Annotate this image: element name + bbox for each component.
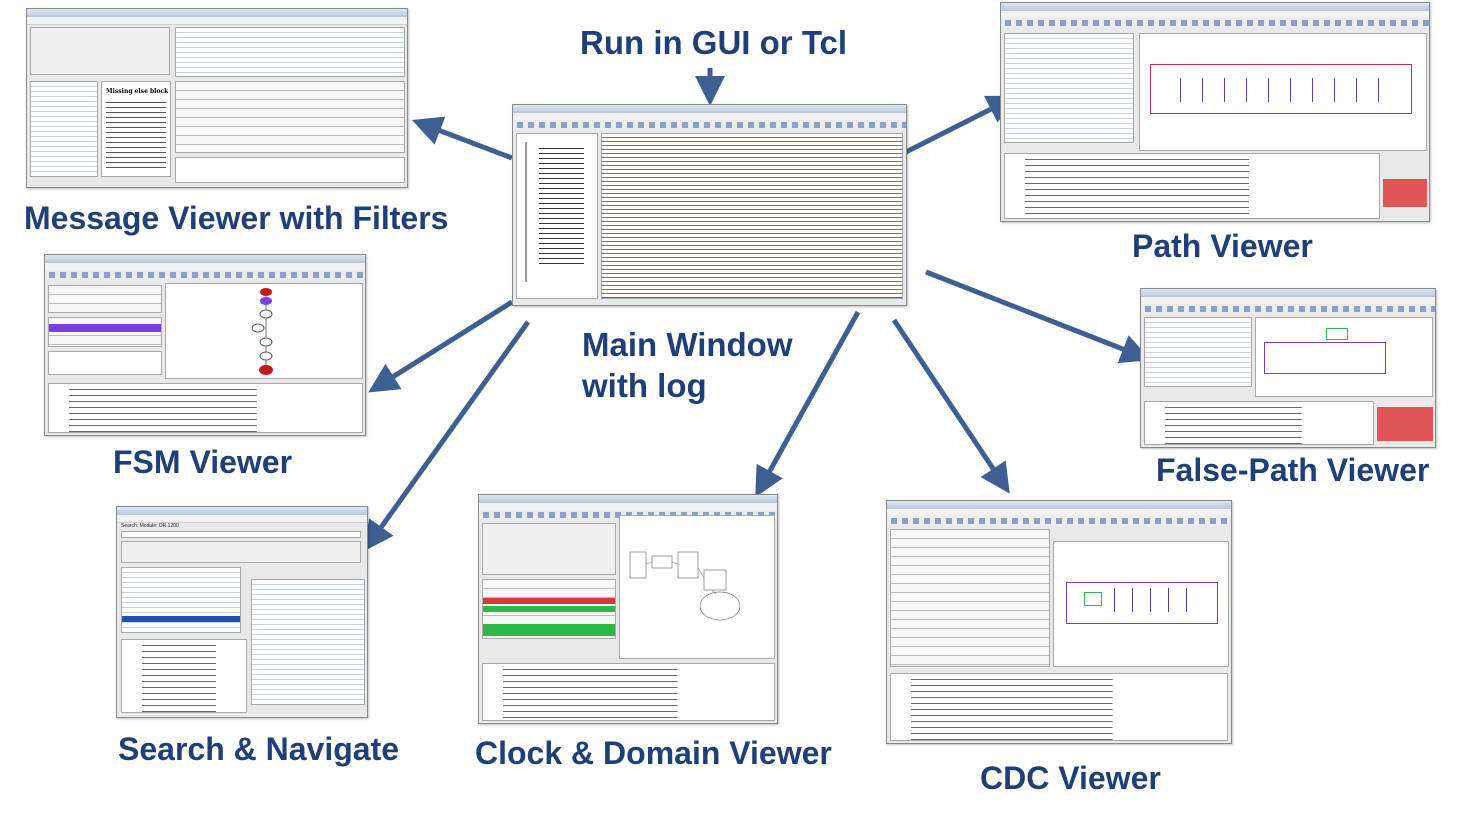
cdc-code-panel: [890, 673, 1228, 741]
arrow-to-path: [904, 95, 1018, 155]
main-window-screenshot: [512, 104, 907, 306]
fsm-code-panel: [48, 383, 363, 433]
arrow-to-message: [411, 116, 513, 161]
main-log-panel: [601, 133, 903, 299]
search-input[interactable]: [121, 531, 361, 538]
cdc-viewer-screenshot: [886, 500, 1232, 744]
clock-domain-viewer-label: Clock & Domain Viewer: [475, 735, 832, 771]
message-list-top: [175, 27, 405, 77]
message-tree-panel: [30, 81, 98, 177]
search-code: [121, 639, 247, 713]
fsm-viewer-label: FSM Viewer: [113, 444, 293, 480]
arrow-to-search: [363, 320, 531, 552]
false-path-viewer-screenshot: [1140, 288, 1436, 448]
clock-log-panel: [482, 663, 775, 721]
fsm-table-top: [48, 285, 162, 313]
message-help-heading: Missing else block: [106, 88, 169, 95]
false-path-code: [1144, 401, 1374, 445]
false-path-highlight: [1377, 407, 1433, 441]
message-viewer-label: Message Viewer with Filters: [24, 200, 449, 236]
run-mode-label: Run in GUI or Tcl: [580, 24, 848, 61]
search-tree-popup: [251, 579, 365, 705]
false-path-viewer-label: False-Path Viewer: [1156, 452, 1430, 488]
path-list-panel: [1004, 33, 1134, 143]
fsm-graph-panel: [165, 283, 363, 379]
cdc-crossing-table: [890, 529, 1050, 667]
fsm-empty-panel: [48, 351, 162, 375]
message-detail: [175, 157, 405, 183]
false-path-schematic: [1255, 317, 1433, 397]
path-schematic-panel: [1139, 33, 1427, 151]
path-viewer-screenshot: [1000, 2, 1430, 222]
search-navigate-screenshot: Search: Module: OR.1200: [116, 506, 368, 718]
clock-domain-viewer-screenshot: [478, 494, 778, 724]
arrow-to-fsm: [368, 299, 514, 393]
path-code-panel: [1004, 153, 1380, 219]
search-options: [121, 541, 361, 563]
clock-graph-panel: [619, 515, 775, 659]
main-window-label: Main Window with log: [582, 324, 793, 407]
search-navigate-label: Search & Navigate: [118, 731, 400, 767]
arrow-to-cdc: [891, 318, 1010, 494]
main-hierarchy-tree: [516, 133, 598, 299]
path-highlight-block: [1383, 179, 1427, 207]
main-window-label-text: Main Window with log: [582, 326, 793, 405]
message-help-panel: Missing else block: [101, 81, 171, 177]
clock-crossing-table: [482, 579, 616, 639]
search-module-label: Search: Module: OR.1200: [121, 523, 179, 529]
fsm-state-table: [48, 317, 162, 347]
clock-settings-panel: [482, 523, 616, 575]
search-results: [121, 567, 241, 633]
path-viewer-label: Path Viewer: [1132, 228, 1313, 264]
false-path-list: [1144, 317, 1252, 387]
arrow-to-clock: [755, 310, 861, 498]
fsm-viewer-screenshot: [44, 254, 366, 436]
cdc-schematic-panel: [1053, 541, 1229, 667]
message-table: [175, 81, 405, 153]
arrow-to-falsepath: [925, 269, 1152, 364]
message-filter-panel: [30, 27, 170, 75]
message-viewer-screenshot: Missing else block: [26, 8, 408, 188]
cdc-viewer-label: CDC Viewer: [980, 760, 1161, 796]
